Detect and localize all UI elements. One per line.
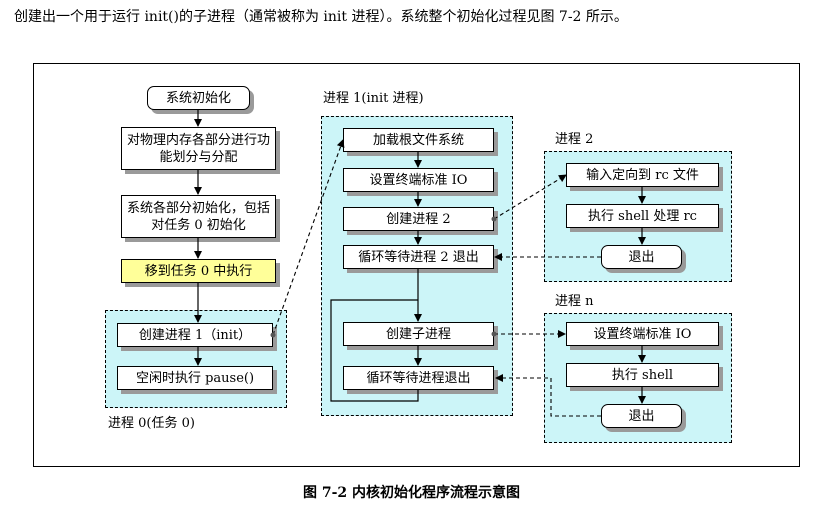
box-set-tty-p1: 设置终端标准 IO bbox=[343, 168, 494, 192]
box-exit-p2: 退出 bbox=[601, 245, 682, 269]
process1-label: 进程 1(init 进程) bbox=[323, 91, 424, 106]
box-mem-alloc: 对物理内存各部分进行功能划分与分配 bbox=[121, 127, 276, 170]
box-exec-shell-rc: 执行 shell 处理 rc bbox=[566, 204, 719, 228]
box-wait-p2: 循环等待进程 2 退出 bbox=[343, 245, 494, 269]
process2-label: 进程 2 bbox=[555, 132, 594, 147]
process0-label: 进程 0(任务 0) bbox=[108, 416, 195, 431]
box-exec-shell: 执行 shell bbox=[566, 363, 719, 387]
box-exit-pn: 退出 bbox=[601, 404, 682, 428]
dashed-p1-start bbox=[272, 139, 345, 336]
box-wait-exit: 循环等待进程退出 bbox=[343, 366, 494, 390]
box-sys-init: 系统初始化 bbox=[147, 86, 250, 110]
dashed-exitn-return bbox=[495, 374, 601, 417]
loop-back-line bbox=[330, 299, 419, 402]
box-create-child: 创建子进程 bbox=[343, 322, 494, 346]
box-idle-pause: 空闲时执行 pause() bbox=[117, 366, 273, 390]
box-set-tty-pn: 设置终端标准 IO bbox=[566, 322, 719, 346]
box-redirect-rc: 输入定向到 rc 文件 bbox=[566, 163, 719, 187]
dot-create-child bbox=[491, 331, 497, 337]
box-create-p2: 创建进程 2 bbox=[343, 207, 494, 231]
figure-caption: 图 7-2 内核初始化程序流程示意图 bbox=[302, 485, 521, 501]
box-create-p1: 创建进程 1（init） bbox=[117, 323, 273, 347]
processn-label: 进程 n bbox=[555, 294, 594, 309]
diagram-frame bbox=[33, 63, 800, 467]
box-move-to-task0: 移到任务 0 中执行 bbox=[121, 259, 276, 283]
dot-create-p1 bbox=[270, 332, 276, 338]
dashed-p2-start bbox=[493, 174, 567, 220]
dot-create-p2 bbox=[491, 216, 497, 222]
box-init-all: 系统各部分初始化，包括对任务 0 初始化 bbox=[121, 195, 276, 238]
box-load-rootfs: 加载根文件系统 bbox=[343, 128, 494, 152]
intro-text: 创建出一个用于运行 init()的子进程（通常被称为 init 进程）。系统整个… bbox=[14, 9, 628, 25]
